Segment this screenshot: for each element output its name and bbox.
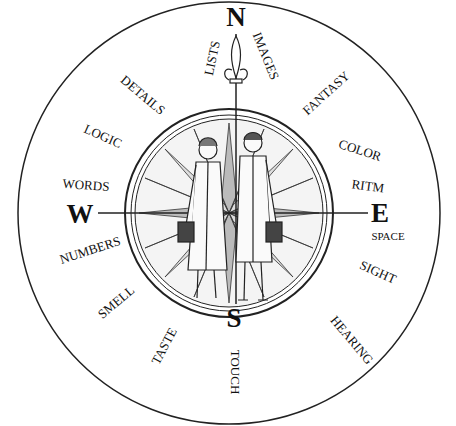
sense-label: LOGIC <box>80 120 126 151</box>
sense-label: TASTE <box>147 323 181 368</box>
sense-label: SMELL <box>93 281 138 322</box>
sense-label: SIGHT <box>356 257 401 288</box>
sense-label: IMAGES <box>249 28 283 84</box>
sense-label: LISTS <box>201 38 224 79</box>
sense-label: WORDS <box>60 176 112 195</box>
compass-point: W <box>65 200 96 229</box>
compass-point: N <box>224 3 248 32</box>
sense-label: NUMBERS <box>56 233 124 268</box>
sense-label: COLOR <box>335 135 385 164</box>
sense-label: DETAILS <box>116 71 169 119</box>
sense-label: TOUCH <box>228 348 243 397</box>
sense-label: HEARING <box>326 311 378 369</box>
compass-point: S <box>224 304 243 333</box>
compass-point: E <box>369 199 391 228</box>
sense-label: SPACE <box>369 230 406 243</box>
sense-label: RITM <box>349 176 387 196</box>
sense-label: FANTASY <box>298 67 354 120</box>
